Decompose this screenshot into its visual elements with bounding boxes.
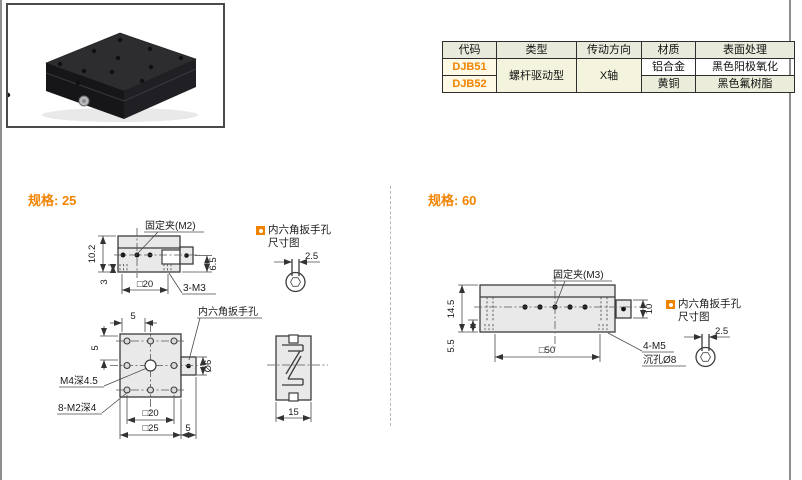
dim-inner-20: □20 [142, 408, 158, 419]
orange-square-icon [666, 300, 675, 309]
cell-material-1: 铝合金 [641, 58, 696, 76]
stage-right-face [124, 59, 196, 119]
cell-direction: X轴 [576, 58, 642, 93]
dim-6-5: 6.5 [208, 257, 219, 270]
wrench-note-line2: 尺寸图 [678, 311, 710, 323]
orange-square-icon [256, 226, 265, 235]
dim-side-5: 5 [185, 423, 190, 434]
col-header-direction: 传动方向 [576, 41, 642, 59]
hidden-holes [119, 264, 172, 272]
spec60-wrench-note: 内六角扳手孔 尺寸图 [666, 298, 741, 324]
stage-front-face [46, 63, 124, 119]
clamp-label-m3: 固定夹(M3) [553, 268, 604, 281]
dim-knob-dia: Ø6 [203, 360, 214, 373]
cell-surface-1: 黑色阳极氧化 [695, 58, 795, 76]
wrench-note-line1: 内六角扳手孔 [678, 298, 741, 310]
dim-box50: □50 [539, 345, 555, 356]
center-hole [144, 359, 157, 372]
product-photo-box [6, 3, 225, 128]
spec-table-header-row: 代码 类型 传动方向 材质 表面处理 [442, 41, 795, 59]
table-row: DJB52 黄铜 黑色氟树脂 [442, 75, 795, 93]
stage-knob-center [82, 99, 86, 103]
spec25-section-view-drawing: 15 [267, 334, 328, 422]
spec25-wrench-note: 内六角扳手孔 尺寸图 [256, 224, 331, 250]
dim-14-5: 14.5 [446, 300, 457, 319]
dim-outer-25: □25 [142, 423, 158, 434]
dim-10: 10 [644, 304, 655, 315]
cell-code-djb51: DJB51 [442, 58, 497, 76]
dim-15: 15 [288, 407, 299, 418]
col-header-surface: 表面处理 [695, 41, 795, 59]
spec25-wrench-hole-diagram: 2.5 [274, 251, 320, 293]
col-header-code: 代码 [442, 41, 497, 59]
spec60-title: 规格: 60 [428, 193, 477, 208]
dim-2-5: 2.5 [715, 326, 728, 337]
dim-3: 3 [99, 279, 110, 284]
cell-type: 螺杆驱动型 [496, 58, 577, 93]
dim-box20: □20 [137, 279, 153, 290]
wrench-hole-label: 内六角扳手孔 [198, 305, 258, 318]
hidden-counterbores [484, 297, 608, 330]
mount-holes [123, 337, 178, 394]
dim-pitch-left: 5 [90, 345, 101, 350]
spec25-title: 规格: 25 [28, 193, 77, 208]
cell-surface-2: 黑色氟树脂 [695, 75, 795, 93]
col-header-material: 材质 [641, 41, 696, 59]
dim-5-5: 5.5 [446, 339, 457, 352]
spec-table: 代码 类型 传动方向 材质 表面处理 DJB51 螺杆驱动型 X轴 铝合金 黑色… [442, 41, 795, 93]
clamp-label: 固定夹(M2) [145, 219, 196, 232]
table-row: DJB51 螺杆驱动型 X轴 铝合金 黑色阳极氧化 [442, 58, 795, 93]
dim-10-2: 10.2 [87, 245, 98, 264]
holes-3m3-label: 3-M3 [183, 283, 206, 294]
section-profile [282, 344, 304, 386]
dim-2-5: 2.5 [305, 251, 318, 262]
wrench-note-line1: 内六角扳手孔 [268, 224, 331, 236]
spec60-wrench-hole-diagram: 2.5 [684, 326, 730, 368]
stage-top-holes [8, 37, 184, 98]
stage-plate-split-line [45, 68, 197, 102]
spec25-top-view-drawing: 内六角扳手孔 5 5 Ø6 □20 □25 5 M4深4.5 8-M2深4 [57, 305, 262, 439]
dim-pitch-top: 5 [130, 311, 135, 322]
spec60-front-view-drawing: 固定夹(M3) 14.5 5.5 10 □50 4-M5 沉孔Ø8 [446, 268, 686, 367]
col-header-type: 类型 [496, 41, 577, 59]
holes-4m5-label: 4-M5 [643, 341, 666, 352]
product-photo [8, 32, 198, 122]
page-right-border [789, 0, 791, 480]
spec25-side-view-drawing: 固定夹(M2) 10.2 3 6.5 □20 3-M3 [87, 219, 219, 295]
corner-holes-label: 8-M2深4 [58, 402, 97, 414]
cell-code-djb52: DJB52 [442, 75, 497, 93]
cell-material-2: 黄铜 [641, 75, 696, 93]
section-divider [390, 186, 391, 426]
counterbore-label: 沉孔Ø8 [643, 353, 677, 366]
center-hole-label: M4深4.5 [60, 375, 98, 387]
page-left-border [0, 0, 2, 480]
wrench-note-line2: 尺寸图 [268, 237, 300, 249]
